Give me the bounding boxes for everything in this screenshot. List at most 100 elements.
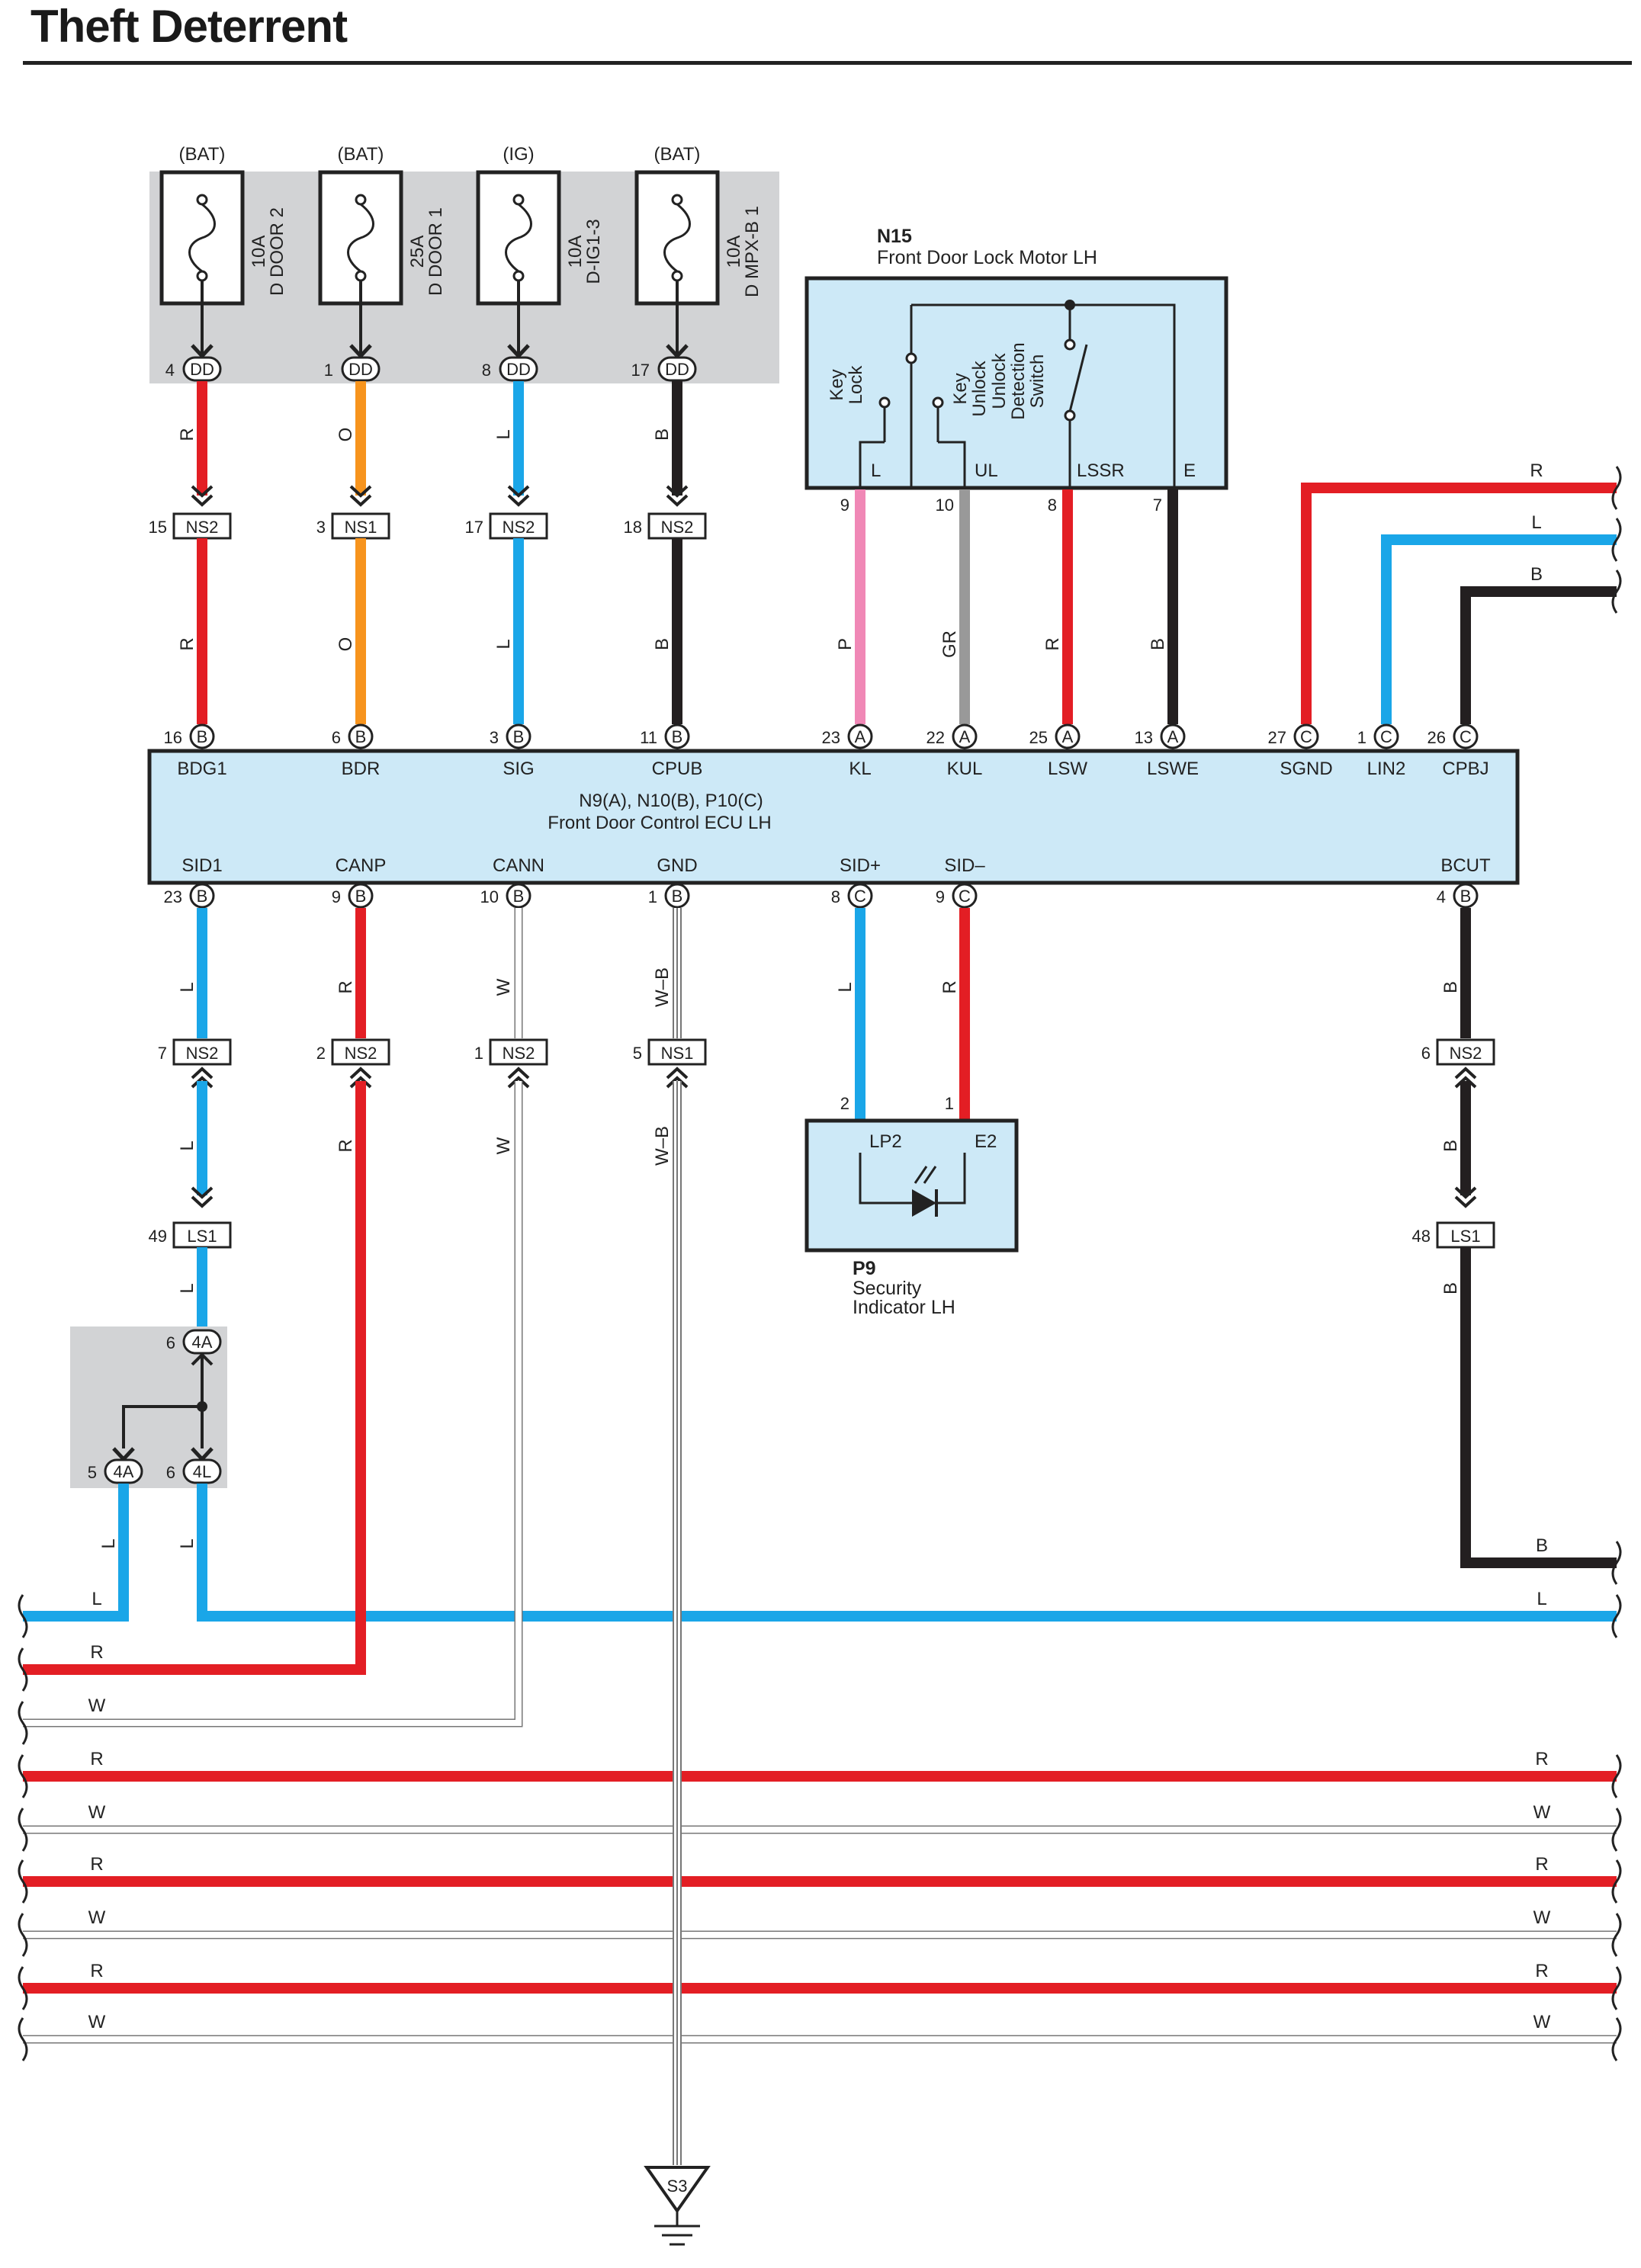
fuse-conn-3 [657,356,697,382]
wire-label-gnd-1: W–B [652,967,673,1007]
fuse-arrow-0 [191,344,214,359]
fuse-element-3 [663,203,691,273]
ecu-pin-bottom-4 [847,883,873,909]
motor-switch-contact-bottom [1064,409,1076,422]
ecu-pin-right-0-letter: C [1300,727,1312,746]
indicator-name-1: Security [853,1278,922,1299]
motor-switch-blade [1068,344,1088,412]
chev-ns-bottom-3 [666,1067,689,1089]
ns-bottom-4 [1436,1038,1495,1066]
ns-top-0 [172,512,232,540]
wire-label-motor-0: P [835,638,856,650]
chev-fuse-0 [191,485,214,507]
ns-top-0-label: NS2 [186,518,219,537]
wire-bcut-3 [1460,1247,1617,1568]
ecu-pin-motor-2-letter: A [1062,727,1074,746]
indicator-term-2: E2 [975,1131,997,1152]
ecu-term-bottom-0: SID1 [181,855,222,876]
ecu-pin-num-bottom-3: 1 [648,887,657,906]
ecu-pin-bottom-1-letter: B [355,887,367,906]
ecu-pin-motor-2 [1055,723,1081,749]
wire-label-motor-3: B [1148,638,1168,650]
fuse-terminal-bottom-0 [196,270,208,282]
ns-top-pin-0: 15 [149,518,167,537]
ecu-term-bottom-4: SID+ [840,855,881,876]
ecu-pin-motor-1 [952,723,978,749]
junction-right-pin: 6 [166,1463,175,1482]
motor-pin-1: 10 [936,496,954,515]
fuse-source-1: (BAT) [338,144,384,165]
ground-s3 [644,2166,711,2214]
wire-label-sidm: R [939,980,960,993]
ecu-pin-num-bottom-2: 10 [480,887,499,906]
chev-ns-bottom-4 [1454,1067,1477,1089]
ecu-term-motor-2: LSW [1048,759,1087,779]
ecu-term-top-1: BDR [342,759,381,779]
ns-top-1 [331,512,390,540]
junction-right-conn-label: 4L [193,1462,211,1481]
ecu-pin-num-top-0: 16 [164,728,182,747]
ecu-pin-bottom-2 [506,883,531,909]
wire-canp-2 [23,1081,366,1675]
ecu-pin-right-2 [1453,723,1479,749]
ecu-pin-top-3-letter: B [672,727,683,746]
indicator-id: P9 [853,1258,876,1279]
chev-fuse-3 [666,485,689,507]
wire-label-sid1-1: L [177,982,197,992]
ns-bottom-pin-2: 1 [474,1044,483,1063]
fuse-arrow-1 [349,344,372,359]
wire-label-motor-2: R [1042,637,1063,650]
ns-bottom-1 [331,1038,390,1066]
indicator-box [804,1118,1019,1253]
ecu-pin-num-bottom-1: 9 [332,887,341,906]
ns-bottom-3 [647,1038,707,1066]
motor-keylock-contact [878,396,891,409]
bus-left-label-2: W [88,1695,106,1716]
ns-bottom-pin-1: 2 [316,1044,326,1063]
ls1-1-label: LS1 [1450,1227,1480,1246]
wire-label-junction-right: L [177,1538,197,1548]
bus-right-label-0: B [1536,1535,1548,1556]
fuse-pin-2: 8 [482,361,491,380]
fuse-name-2: D-IG1-3 [583,219,604,284]
ecu-term-top-2: SIG [503,759,534,779]
ecu-pin-num-motor-3: 13 [1135,728,1153,747]
ns-bottom-pin-4: 6 [1421,1044,1431,1063]
wire-label-ns-ecu-2: L [493,639,514,649]
chev-ls1-1 [1454,1186,1477,1208]
wire-right-top-2 [1460,586,1617,724]
ecu-pin-top-0-letter: B [197,727,208,746]
ecu-pin-num-bottom-0: 23 [164,887,182,906]
ecu-pin-top-0 [189,723,215,749]
fuse-conn-2 [499,356,538,382]
fuse-element-2 [505,203,532,273]
fuse-conn-1 [341,356,381,382]
ecu-pin-top-2 [506,723,531,749]
fuse-source-3: (BAT) [654,144,701,165]
wire-label-bcut-2: B [1440,1140,1461,1152]
led-icon [912,1189,936,1217]
bus-left-label-8: W [88,2012,106,2032]
bus-left-label-4: W [88,1802,106,1823]
motor-box [804,276,1228,490]
motor-term-2: LSSR [1077,460,1125,481]
ns-top-2 [489,512,548,540]
ecu-pin-bottom-6-letter: B [1460,887,1472,906]
fuse-element-1 [347,203,374,273]
ns-top-pin-1: 3 [316,518,326,537]
motor-keyunlock-lead [936,404,966,488]
ecu-pin-right-1 [1373,723,1399,749]
ecu-pin-motor-3-letter: A [1167,727,1179,746]
fuse-rating-2: 10A [565,236,586,268]
break-left-5 [18,1859,28,1904]
ls1-1 [1436,1221,1495,1249]
wire-label-canp-1: R [336,980,356,993]
ns-top-pin-3: 18 [624,518,642,537]
ecu-box [147,749,1520,885]
ecu-pin-motor-3 [1160,723,1186,749]
ecu-term-bottom-2: CANN [493,855,544,876]
ecu-pin-num-motor-1: 22 [926,728,945,747]
ecu-pin-num-bottom-4: 8 [831,887,840,906]
break-right-3 [1611,1808,1622,1852]
